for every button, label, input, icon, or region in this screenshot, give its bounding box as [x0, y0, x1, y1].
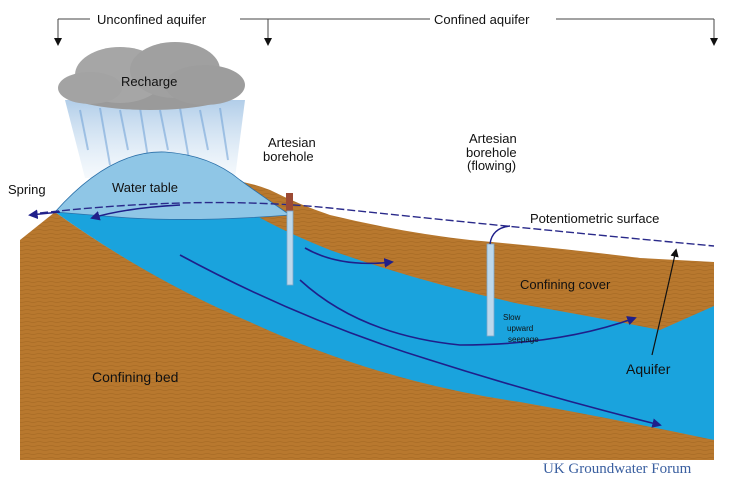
- slow-seepage-label-2: upward: [507, 324, 533, 333]
- confining-cover-label: Confining cover: [520, 277, 611, 292]
- confined-aquifer-label: Confined aquifer: [434, 12, 530, 27]
- flowing-borehole-label-1: Artesian: [469, 131, 517, 146]
- credit-text: UK Groundwater Forum: [543, 461, 692, 477]
- potentiometric-surface-label: Potentiometric surface: [530, 211, 659, 226]
- cloud: [58, 42, 245, 110]
- artesian-borehole-label-2: borehole: [263, 149, 314, 164]
- potentiometric-surface-line: [39, 201, 715, 247]
- artesian-borehole: [286, 193, 294, 286]
- flowing-borehole-label-2: borehole: [466, 145, 517, 160]
- header-brackets: [54, 18, 718, 46]
- artesian-borehole-label-1: Artesian: [268, 135, 316, 150]
- spring-arrow: [28, 209, 61, 220]
- confining-cover: [210, 179, 714, 330]
- confining-bed-label: Confining bed: [92, 369, 178, 385]
- spring-label: Spring: [8, 182, 46, 197]
- unconfined-aquifer-label: Unconfined aquifer: [97, 12, 207, 27]
- flow-arrows: [90, 204, 662, 428]
- slow-seepage-label-1: Slow: [503, 313, 521, 322]
- flowing-artesian-borehole: [486, 225, 511, 337]
- confining-bed: [20, 212, 714, 460]
- recharge-label: Recharge: [121, 74, 177, 89]
- aquifer-layer: [55, 206, 714, 440]
- aquifer-label: Aquifer: [626, 361, 671, 377]
- flowing-borehole-label-3: (flowing): [467, 158, 516, 173]
- aquifer-pointer-arrow: [651, 248, 679, 356]
- slow-seepage-label-3: seepage: [508, 335, 539, 344]
- water-table-label: Water table: [112, 180, 178, 195]
